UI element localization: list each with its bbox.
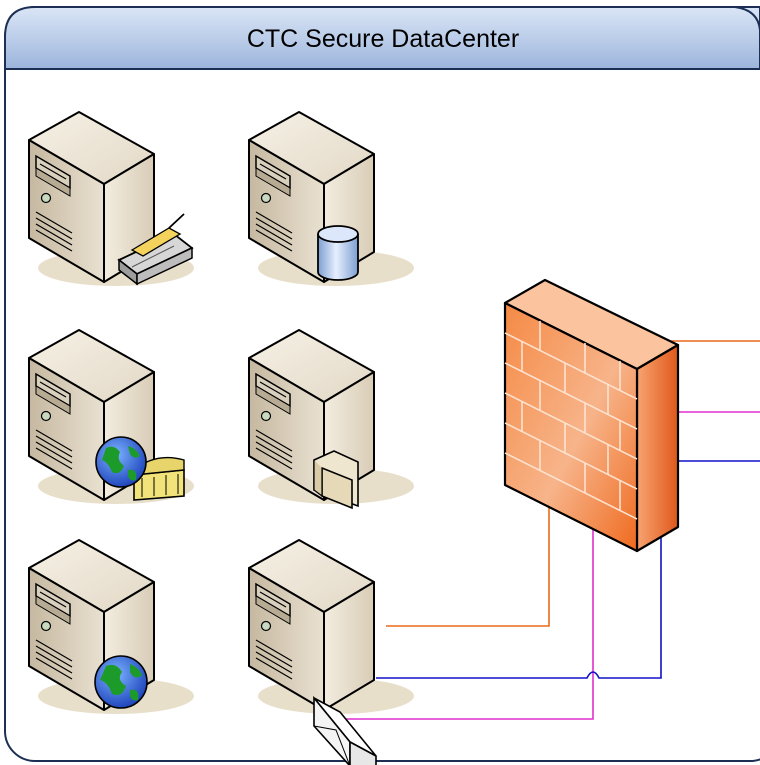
connection-line-orange-server [386,505,550,627]
server-web [28,539,195,715]
firewall [503,278,680,553]
server-web-media [28,329,195,505]
database-icon [317,225,359,281]
envelope-icon [313,695,377,765]
server-database [248,111,415,287]
folder-icon [313,450,359,510]
printer-icon [117,213,194,286]
container-header [4,6,760,70]
brick-wall-icon [503,301,639,553]
globe-film-icon [95,436,185,501]
server-file-print [28,111,195,287]
server-mail [248,539,415,765]
server-file [248,329,415,510]
container-title: CTC Secure DataCenter [247,25,519,53]
globe-icon [94,655,148,709]
connection-line-blue [376,460,760,679]
